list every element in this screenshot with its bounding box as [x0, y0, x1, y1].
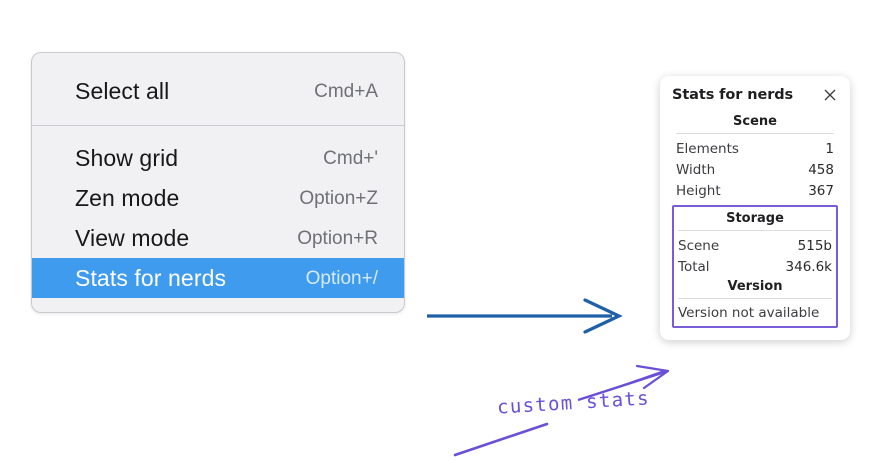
menu-section-secondary: Show grid Cmd+' Zen mode Option+Z View m…: [32, 126, 404, 312]
underline-stroke-icon: [453, 422, 549, 457]
stat-row-width: Width 458: [672, 159, 838, 180]
menu-item-stats-for-nerds[interactable]: Stats for nerds Option+/: [32, 258, 404, 298]
stat-label: Width: [676, 161, 716, 178]
stat-label: Scene: [678, 237, 720, 254]
flow-arrow-icon: [427, 298, 623, 334]
section-heading-storage: Storage: [726, 211, 784, 226]
menu-item-show-grid[interactable]: Show grid Cmd+': [32, 138, 404, 178]
stat-label: Total: [678, 258, 710, 275]
menu-item-label: Stats for nerds: [75, 264, 227, 291]
menu-item-label: Select all: [75, 77, 170, 104]
stat-value: 458: [808, 161, 834, 178]
stat-label: Height: [676, 182, 721, 199]
stat-value: 367: [808, 182, 834, 199]
menu-item-label: View mode: [75, 224, 190, 251]
menu-divider: [32, 125, 404, 126]
stat-label: Elements: [676, 140, 739, 157]
stats-section-scene: Scene Elements 1 Width 458 Height 367: [672, 112, 838, 201]
stats-section-version: Version Version not available: [674, 277, 836, 323]
menu-item-shortcut: Cmd+A: [314, 80, 378, 102]
menu-item-shortcut: Option+Z: [299, 187, 378, 209]
close-icon[interactable]: [822, 87, 838, 103]
menu-item-shortcut: Option+R: [297, 227, 378, 249]
section-rule: [676, 133, 834, 134]
context-menu[interactable]: Select all Cmd+A Show grid Cmd+' Zen mod…: [31, 52, 405, 313]
menu-item-label: Show grid: [75, 144, 179, 171]
version-text: Version not available: [678, 305, 820, 321]
stats-for-nerds-panel: Stats for nerds Scene Elements 1 Width 4…: [660, 76, 850, 340]
stat-row-scene-size: Scene 515b: [674, 235, 836, 256]
stat-value: 346.6k: [785, 258, 832, 275]
stat-value: 515b: [797, 237, 832, 254]
menu-item-shortcut: Cmd+': [323, 147, 378, 169]
menu-section-primary: Select all Cmd+A: [32, 53, 404, 125]
section-heading-scene: Scene: [733, 114, 777, 129]
stat-row-elements: Elements 1: [672, 138, 838, 159]
section-rule: [678, 298, 832, 299]
stat-row-height: Height 367: [672, 180, 838, 201]
section-heading-version: Version: [727, 279, 783, 294]
panel-header: Stats for nerds: [672, 87, 838, 103]
menu-item-label: Zen mode: [75, 184, 180, 211]
custom-stats-annotation-label: custom stats: [496, 387, 651, 419]
menu-item-zen-mode[interactable]: Zen mode Option+Z: [32, 178, 404, 218]
custom-stats-highlight-box: Storage Scene 515b Total 346.6k Version …: [672, 205, 838, 328]
menu-item-shortcut: Option+/: [305, 267, 378, 289]
stats-section-storage: Storage Scene 515b Total 346.6k: [674, 209, 836, 277]
stat-value: 1: [825, 140, 834, 157]
menu-item-select-all[interactable]: Select all Cmd+A: [32, 71, 404, 111]
stat-row-total-size: Total 346.6k: [674, 256, 836, 277]
menu-item-view-mode[interactable]: View mode Option+R: [32, 218, 404, 258]
panel-title: Stats for nerds: [672, 87, 794, 103]
section-rule: [678, 230, 832, 231]
